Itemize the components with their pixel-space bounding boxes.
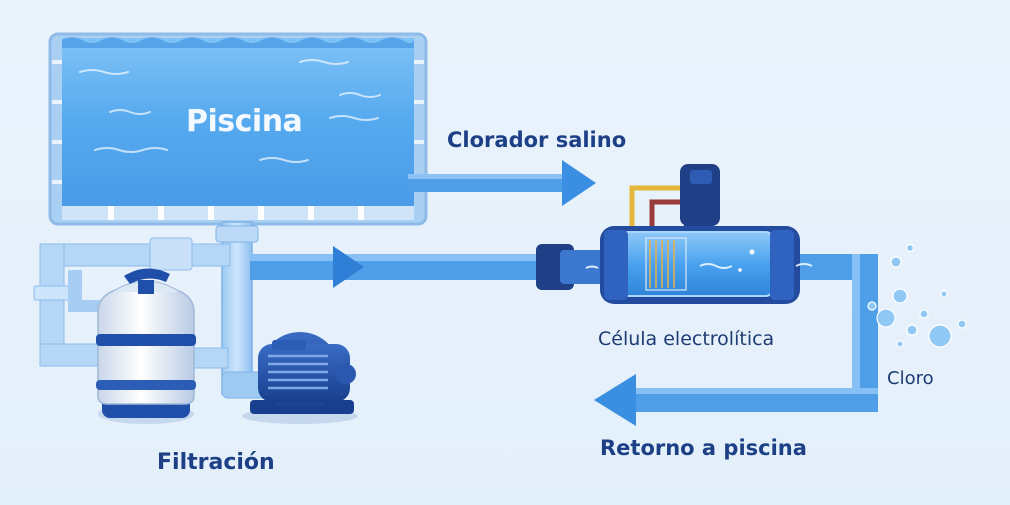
pool-icon (48, 32, 428, 226)
flow-arrow-icon (250, 246, 540, 288)
pump-icon (242, 332, 358, 424)
sand-filter-icon (96, 268, 196, 424)
flow-arrow-icon (594, 254, 878, 426)
flow-arrow-icon (408, 160, 596, 206)
filtration-label: Filtración (157, 450, 275, 475)
salt-chlorinator-label: Clorador salino (447, 128, 627, 152)
chlorine-label: Cloro (887, 368, 934, 389)
return-to-pool-label: Retorno a piscina (600, 436, 807, 460)
bubbles-icon (867, 243, 967, 348)
electrolytic-cell-icon (536, 164, 856, 304)
pool-label: Piscina (186, 104, 303, 139)
electrolytic-cell-label: Célula electrolítica (598, 328, 775, 350)
